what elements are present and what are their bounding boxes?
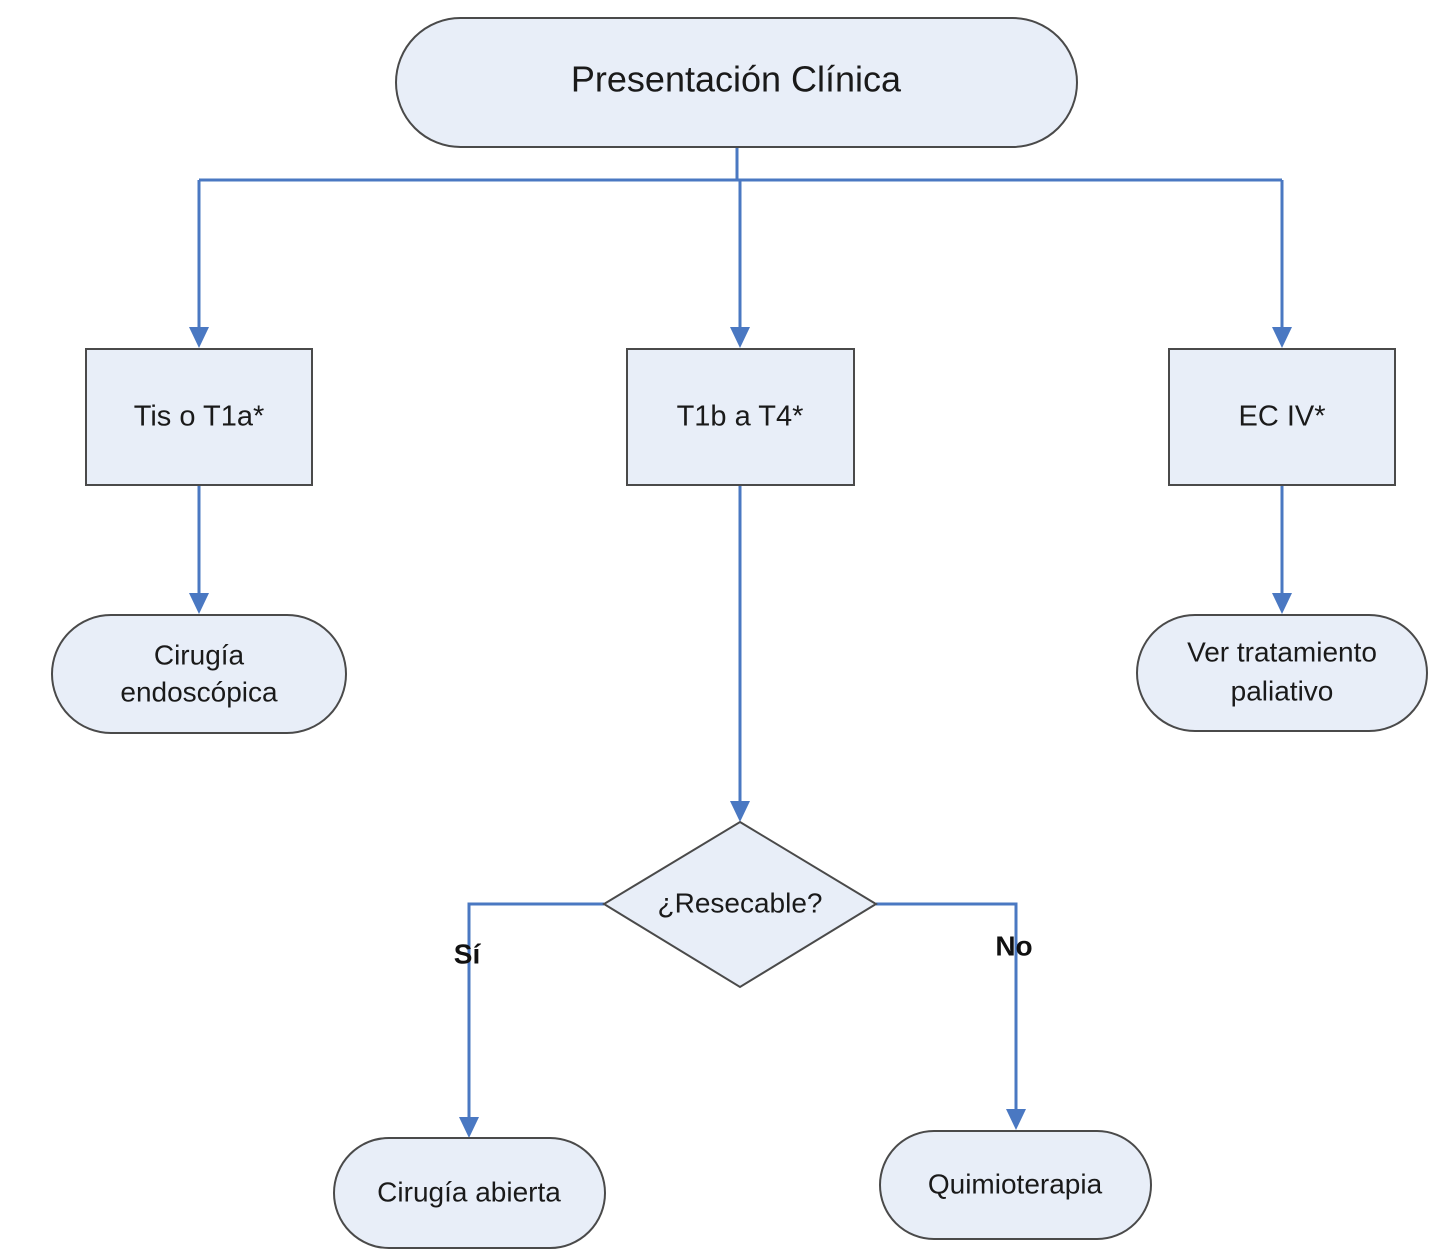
connector-no-branch (876, 902, 1018, 1112)
palliative-node-label-line1: Ver tratamiento (1187, 636, 1377, 667)
yes-branch-label: Sí (454, 938, 482, 969)
tis-node-label: Tis o T1a* (134, 401, 265, 433)
tis-node: Tis o T1a* (85, 348, 313, 486)
palliative-node: Ver tratamiento paliativo (1136, 614, 1428, 732)
open-surgery-node: Cirugía abierta (333, 1137, 606, 1249)
chemo-node-label: Quimioterapia (928, 1168, 1103, 1199)
open-surgery-node-label: Cirugía abierta (377, 1176, 561, 1207)
t1b-node-label: T1b a T4* (677, 401, 804, 433)
arrowhead-endoscopic (189, 593, 209, 614)
connector-yes-branch (467, 902, 604, 1120)
arrowheads (189, 327, 1292, 1138)
decision-node: ¿Resecable? (602, 820, 878, 989)
endoscopic-node-label-line2: endoscópica (120, 676, 278, 707)
arrowhead-tis (189, 327, 209, 348)
arrowhead-t1b (730, 327, 750, 348)
arrowhead-palliative (1272, 593, 1292, 614)
endoscopic-node-label-line1: Cirugía (154, 639, 245, 670)
start-node-label: Presentación Clínica (571, 59, 902, 100)
arrowhead-open-surgery (459, 1117, 479, 1138)
start-node: Presentación Clínica (395, 17, 1078, 148)
arrowhead-chemo (1006, 1109, 1026, 1130)
decision-node-label: ¿Resecable? (658, 887, 823, 918)
palliative-node-label-line2: paliativo (1231, 675, 1334, 706)
endoscopic-node: Cirugía endoscópica (51, 614, 347, 734)
connectors (197, 147, 1284, 1120)
arrowhead-ec4 (1272, 327, 1292, 348)
no-branch-label: No (995, 930, 1032, 961)
ec4-node-label: EC IV* (1238, 401, 1325, 433)
chemo-node: Quimioterapia (879, 1130, 1152, 1240)
arrowhead-decision (730, 801, 750, 822)
t1b-node: T1b a T4* (626, 348, 855, 486)
ec4-node: EC IV* (1168, 348, 1396, 486)
